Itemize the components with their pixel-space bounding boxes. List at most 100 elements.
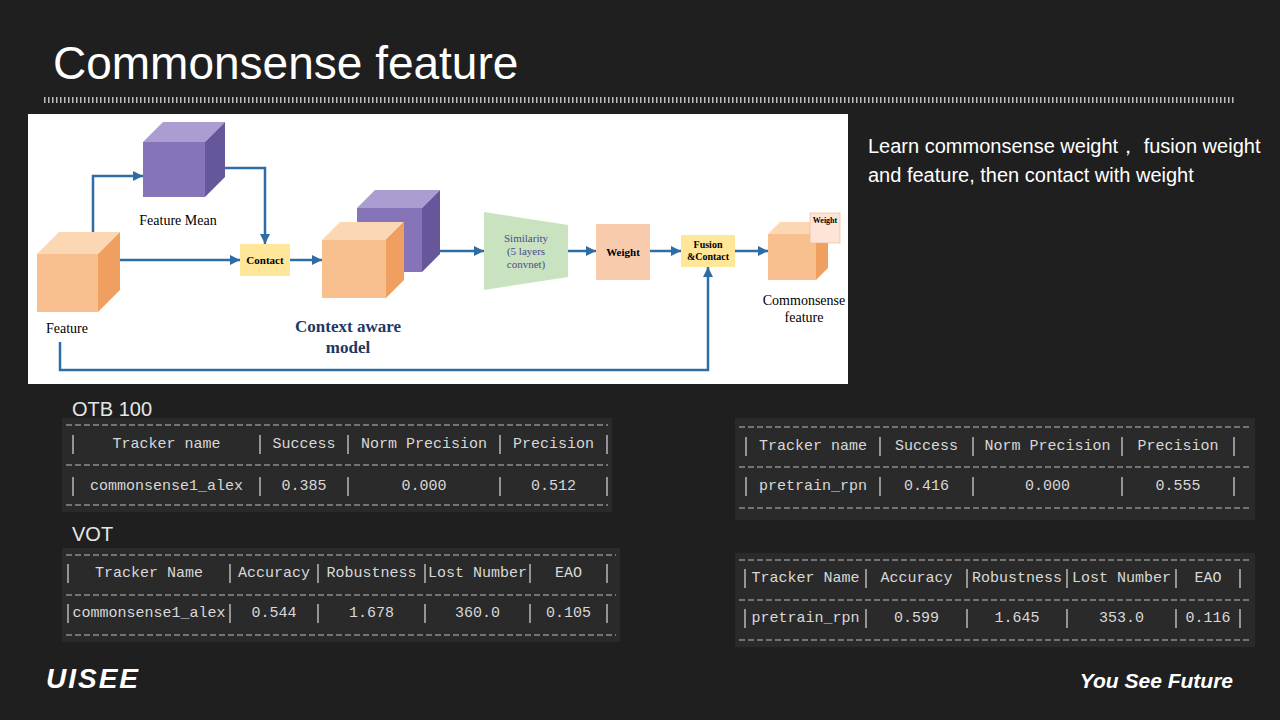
box-label: Fusion &Contact <box>685 239 731 263</box>
table-separator <box>879 437 880 456</box>
table-rule <box>739 559 1251 560</box>
cube-face <box>386 222 404 298</box>
context-aware-block: Context aware model <box>322 190 440 298</box>
flow-arrow <box>650 250 681 253</box>
table-separator <box>1066 569 1067 588</box>
process-box: Weight <box>596 224 650 280</box>
table-separator <box>72 477 73 496</box>
table-rule <box>739 466 1251 467</box>
table-cell: 0.512 <box>502 477 605 497</box>
table-cell: commonsense1_alex <box>75 477 258 497</box>
section-heading: OTB 100 <box>72 397 152 421</box>
table-separator <box>744 609 745 628</box>
flow-arrow <box>93 176 143 232</box>
table-separator <box>972 477 973 496</box>
feature-block: Feature <box>37 232 120 342</box>
cube-face <box>205 122 225 197</box>
table-separator <box>865 569 866 588</box>
table-separator <box>744 569 745 588</box>
table-separator <box>879 477 880 496</box>
block-label: Context aware model <box>284 316 412 358</box>
table-header-cell: Norm Precision <box>975 437 1120 457</box>
box-label: Similarity (5 layers convnet) <box>500 232 552 271</box>
table-header-cell: Success <box>262 435 346 455</box>
description-text: Learn commonsense weight， fusion weight … <box>868 132 1268 190</box>
table-rule <box>739 426 1251 427</box>
trapezoid-outline <box>484 212 568 290</box>
table-separator <box>529 564 530 583</box>
section-heading: VOT <box>72 522 113 546</box>
table-separator <box>259 435 260 454</box>
table-separator <box>259 477 260 496</box>
table-separator <box>745 437 746 456</box>
cube-face <box>143 142 205 197</box>
table-header-cell: Lost Number <box>427 564 528 584</box>
feature-mean-block: Feature Mean <box>143 122 225 197</box>
table-separator <box>1239 569 1240 588</box>
table-separator <box>499 435 500 454</box>
table-separator <box>606 477 607 496</box>
table-panel <box>62 418 612 512</box>
process-box: Contact <box>240 244 290 276</box>
block-label: Feature Mean <box>128 212 228 229</box>
cube-face <box>98 232 120 312</box>
table-header-cell: Success <box>882 437 971 457</box>
table-cell: 1.678 <box>320 604 423 624</box>
cube-face <box>422 190 440 272</box>
table-separator <box>966 569 967 588</box>
table-separator <box>606 604 607 623</box>
table-separator <box>1121 477 1122 496</box>
table-separator <box>606 564 607 583</box>
table-separator <box>745 477 746 496</box>
table-header-cell: EAO <box>532 564 605 584</box>
table-cell: 1.645 <box>969 609 1065 629</box>
flow-arrow <box>225 168 265 244</box>
table-separator <box>424 604 425 623</box>
table-rule <box>66 594 616 595</box>
table-separator <box>347 477 348 496</box>
table-cell: commonsense1_alex <box>70 604 228 624</box>
table-separator <box>1175 569 1176 588</box>
table-separator <box>499 477 500 496</box>
table-header-cell: Tracker Name <box>70 564 228 584</box>
table-cell: 0.599 <box>868 609 965 629</box>
table-rule <box>66 634 616 635</box>
table-cell: 0.105 <box>532 604 605 624</box>
cube-face <box>768 234 816 280</box>
flow-arrow <box>568 250 596 253</box>
flow-arrow <box>120 259 240 262</box>
table-rule <box>66 424 608 425</box>
company-logo: UISEE <box>46 663 140 695</box>
flow-arrow <box>290 259 322 262</box>
box-label: Contact <box>246 254 283 267</box>
table-separator <box>317 604 318 623</box>
table-cell: 0.000 <box>975 477 1120 497</box>
table-cell: 0.385 <box>262 477 346 497</box>
table-separator <box>1121 437 1122 456</box>
table-separator <box>1233 437 1234 456</box>
table-rule <box>66 504 608 505</box>
table-header-cell: Accuracy <box>868 569 965 589</box>
process-box: Fusion &Contact <box>681 235 735 267</box>
table-separator <box>229 564 230 583</box>
table-separator <box>424 564 425 583</box>
flow-arrow <box>735 250 768 253</box>
table-separator <box>606 435 607 454</box>
table-separator <box>966 609 967 628</box>
table-cell: 360.0 <box>427 604 528 624</box>
table-panel <box>735 553 1255 647</box>
weight-slice <box>810 213 840 243</box>
table-header-cell: Robustness <box>969 569 1065 589</box>
table-cell: 0.555 <box>1124 477 1232 497</box>
table-separator <box>229 604 230 623</box>
table-cell: 0.416 <box>882 477 971 497</box>
table-separator <box>1066 609 1067 628</box>
cube-shape <box>322 190 440 298</box>
table-separator <box>865 609 866 628</box>
table-header-cell: Tracker name <box>75 435 258 455</box>
cube-face <box>37 254 98 312</box>
table-rule <box>739 599 1251 600</box>
table-separator <box>347 435 348 454</box>
table-separator <box>1233 477 1234 496</box>
